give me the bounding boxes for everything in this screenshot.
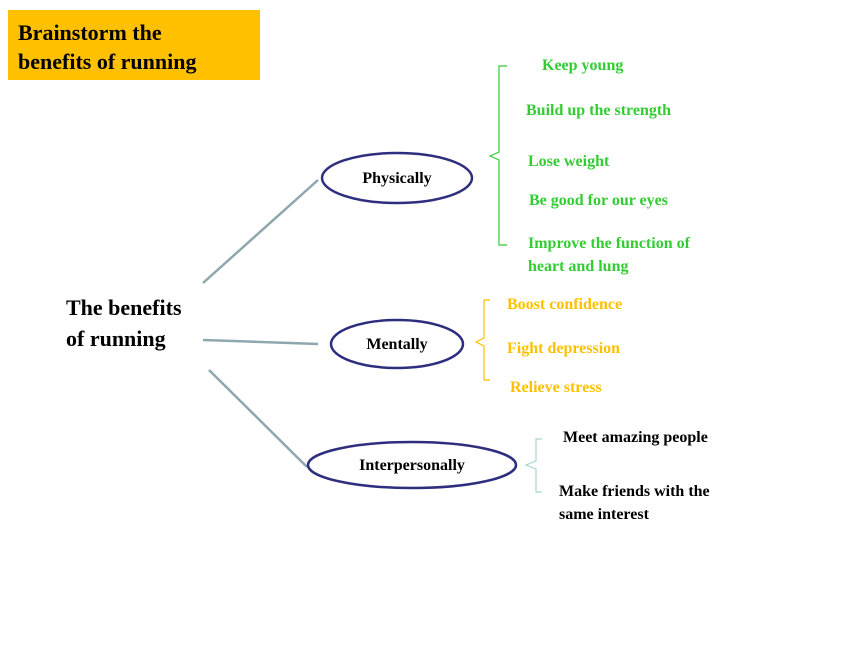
ellipse-mental (329, 318, 465, 370)
mental-item: Relieve stress (510, 379, 602, 396)
title-box: Brainstorm the benefits of running (8, 10, 260, 80)
brace-physical (488, 65, 507, 246)
interpersonal-item-cont: same interest (559, 506, 649, 523)
physical-item: Improve the function of (528, 235, 690, 252)
physical-item: Build up the strength (526, 102, 672, 119)
root-line-2: of running (66, 326, 166, 351)
physical-item: Lose weight (528, 153, 610, 170)
physical-item: Be good for our eyes (529, 192, 668, 209)
brace-interpersonal (524, 438, 542, 493)
node-mentally: Mentally (366, 336, 428, 353)
title-line-2: benefits of running (18, 49, 197, 74)
interpersonal-item: Make friends with the (559, 483, 710, 500)
physical-item: Keep young (542, 57, 624, 74)
mental-item: Fight depression (507, 340, 621, 357)
mental-item: Boost confidence (507, 296, 623, 313)
root-line-1: The benefits (66, 295, 182, 320)
node-physically: Physically (362, 170, 432, 187)
interpersonal-item: Meet amazing people (563, 429, 708, 446)
connector-mental (202, 338, 319, 346)
connector-interpersonal (208, 369, 308, 468)
brace-mental (474, 299, 490, 381)
title-line-1: Brainstorm the (18, 20, 162, 45)
root-node: The benefits of running (66, 292, 182, 354)
connector-physical (202, 179, 319, 284)
node-interpersonally: Interpersonally (359, 457, 465, 474)
physical-item-cont: heart and lung (528, 258, 629, 275)
ellipse-physical (320, 151, 474, 205)
ellipse-interpersonal (306, 440, 518, 490)
